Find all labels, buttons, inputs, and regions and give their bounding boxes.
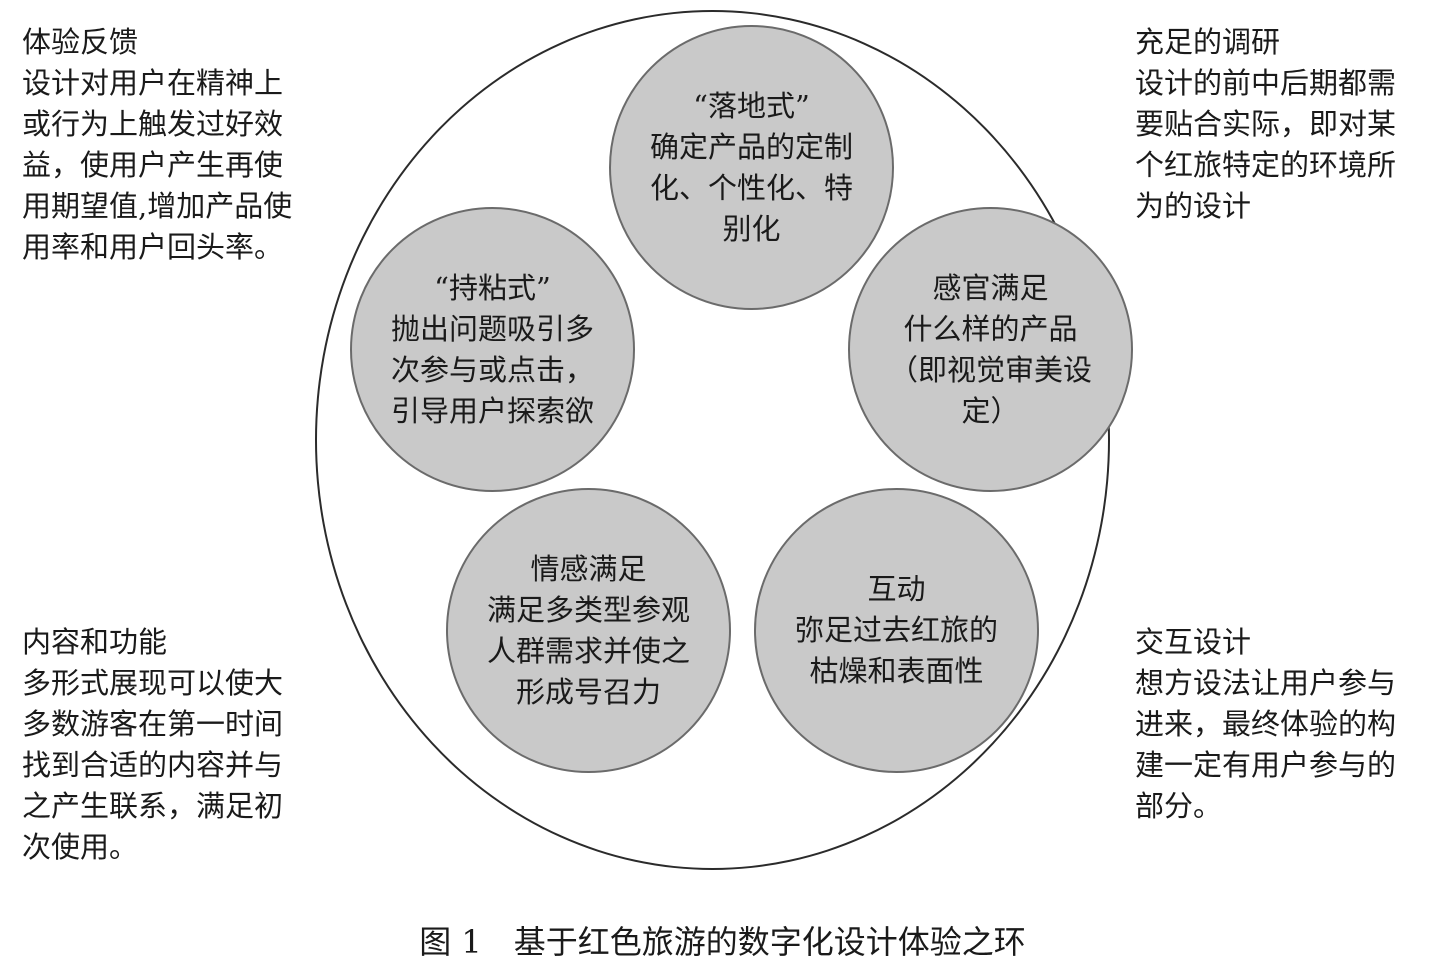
text-interaction-design: 交互设计 想方设法让用户参与 进来，最终体验的构 建一定有用户参与的 部分。 [1135, 625, 1397, 823]
node-emotional-satisfaction-label: 情感满足 满足多类型参观 人群需求并使之 形成号召力 [486, 551, 690, 709]
node-interaction-label: 互动 弥足过去红旅的 枯燥和表面性 [794, 572, 998, 688]
figure-caption: 图 1 基于红色旅游的数字化设计体验之环 [419, 923, 1026, 961]
node-landing-style-label: “落地式” 确定产品的定制 化、个性化、特 别化 [649, 88, 853, 246]
node-emotional-satisfaction: 情感满足 满足多类型参观 人群需求并使之 形成号召力 [446, 488, 731, 773]
text-sufficient-research: 充足的调研 设计的前中后期都需 要贴合实际，即对某 个红旅特定的环境所 为的设计 [1135, 25, 1397, 223]
node-landing-style: “落地式” 确定产品的定制 化、个性化、特 别化 [609, 25, 894, 310]
node-interaction: 互动 弥足过去红旅的 枯燥和表面性 [754, 488, 1039, 773]
node-sensory-satisfaction: 感官满足 什么样的产品 （即视觉审美设 定） [848, 207, 1133, 492]
node-sticky-style-label: “持粘式” 抛出问题吸引多 次参与或点击， 引导用户探索欲 [390, 270, 594, 428]
text-experience-feedback: 体验反馈 设计对用户在精神上 或行为上触发过好效 益，使用户产生再使 用期望值,… [22, 25, 293, 264]
experience-ring [315, 10, 1110, 870]
text-content-and-function: 内容和功能 多形式展现可以使大 多数游客在第一时间 找到合适的内容并与 之产生联… [22, 625, 284, 864]
node-sticky-style: “持粘式” 抛出问题吸引多 次参与或点击， 引导用户探索欲 [350, 207, 635, 492]
node-sensory-satisfaction-label: 感官满足 什么样的产品 （即视觉审美设 定） [888, 270, 1092, 428]
